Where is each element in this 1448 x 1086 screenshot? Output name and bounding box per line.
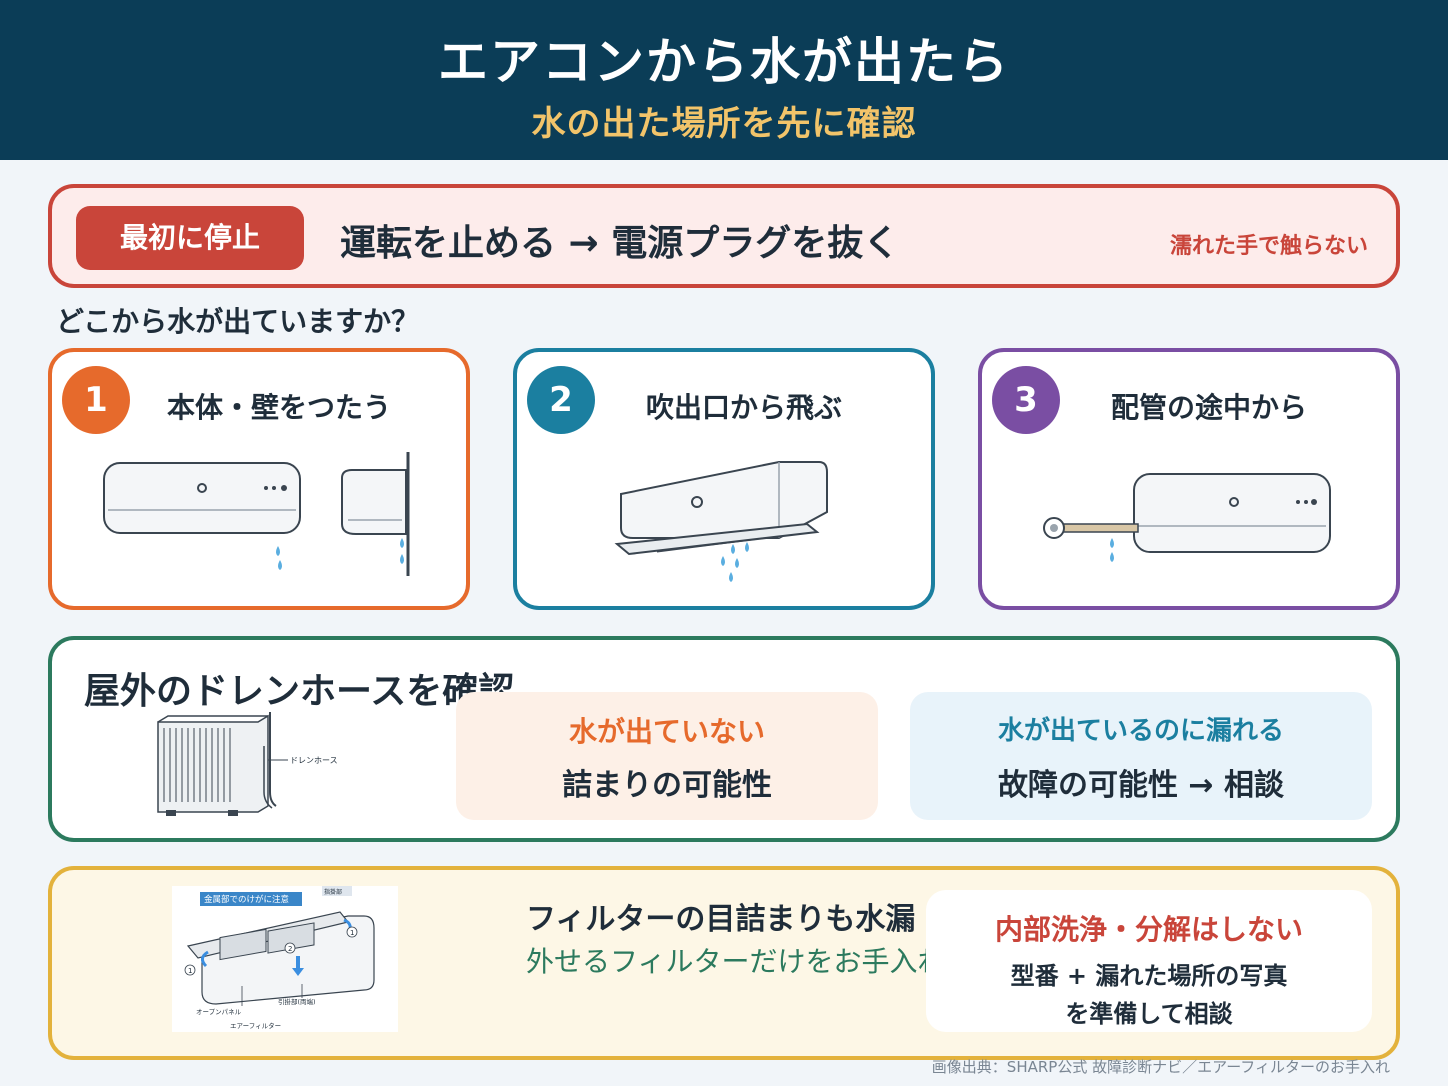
drain-hose-title: 屋外のドレンホースを確認 xyxy=(84,671,515,712)
location-card-body-wall: 1 本体・壁をつたう xyxy=(48,348,470,610)
no-water-heading: 水が出ていない xyxy=(568,715,765,748)
no-water-panel: 水が出ていない 詰まりの可能性 xyxy=(456,692,878,820)
filter-subtitle: 外せるフィルターだけをお手入れ xyxy=(526,945,946,978)
filter-title: フィルターの目詰まりも水漏 xyxy=(526,902,916,937)
step-number-badge: 2 xyxy=(527,366,595,434)
water-leak-panel: 水が出ているのに漏れる 故障の可能性 → 相談 xyxy=(910,692,1372,820)
step-number-badge: 3 xyxy=(992,366,1060,434)
consult-instruction-line2: を準備して相談 xyxy=(1065,1000,1233,1028)
page-header: エアコンから水が出たら 水の出た場所を先に確認 xyxy=(0,0,1448,160)
filter-section: 金属部でのけがに注意 指掛部 1 1 2 オープンパネル 引掛部(両端) エアー… xyxy=(48,866,1400,1060)
water-leak-result: 故障の可能性 → 相談 xyxy=(997,768,1285,803)
wet-hands-warning: 濡れた手で触らない xyxy=(1169,234,1368,259)
where-water-question: どこから水が出ていますか？ xyxy=(56,305,420,338)
page-subtitle: 水の出た場所を先に確認 xyxy=(531,104,917,144)
step-one-marker: 1 xyxy=(350,929,354,937)
ac-vent-spray-icon xyxy=(614,461,828,582)
consult-instruction-line1: 型番 + 漏れた場所の写真 xyxy=(1010,962,1288,990)
drain-hose-section: 屋外のドレンホースを確認 ドレンホース 水が出ていない 詰まりの可能性 水が出て… xyxy=(48,636,1400,842)
drain-hose-callout: ドレンホース xyxy=(290,756,338,765)
pipe-dripping-icon xyxy=(1043,473,1331,562)
step-number-badge: 1 xyxy=(62,366,130,434)
stop-action-text: 運転を止める → 電源プラグを抜く xyxy=(340,223,900,264)
finger-hold-callout: 指掛部 xyxy=(324,888,342,896)
filter-removal-diagram: 金属部でのけがに注意 指掛部 1 1 2 オープンパネル 引掛部(両端) エアー… xyxy=(172,886,398,1032)
stop-first-badge: 最初に停止 xyxy=(76,206,304,270)
air-filter-callout: エアーフィルター xyxy=(230,1021,281,1030)
location-card-vent: 2 吹出口から飛ぶ xyxy=(513,348,935,610)
location-card-pipe: 3 配管の途中から xyxy=(978,348,1400,610)
hook-callout: 引掛部(両端) xyxy=(278,997,316,1006)
location-card-label: 配管の途中から xyxy=(1110,391,1307,424)
no-disassembly-panel: 内部洗浄・分解はしない 型番 + 漏れた場所の写真 を準備して相談 xyxy=(926,890,1372,1032)
page-title: エアコンから水が出たら xyxy=(438,33,1010,91)
outdoor-unit-icon: ドレンホース xyxy=(157,712,338,816)
no-water-result: 詰まりの可能性 xyxy=(562,768,772,803)
step-two-marker: 2 xyxy=(288,945,292,953)
open-panel-callout: オープンパネル xyxy=(196,1008,242,1016)
image-credit: 画像出典：SHARP公式 故障診断ナビ／エアーフィルターのお手入れ xyxy=(931,1058,1390,1076)
location-card-label: 吹出口から飛ぶ xyxy=(645,391,842,424)
step-one-marker: 1 xyxy=(188,967,192,975)
no-disassembly-heading: 内部洗浄・分解はしない xyxy=(994,913,1303,946)
caution-callout: 金属部でのけがに注意 xyxy=(204,894,289,905)
ac-unit-dripping-icon xyxy=(103,452,410,576)
water-leak-heading: 水が出ているのに漏れる xyxy=(997,716,1284,746)
stop-first-banner: 最初に停止 運転を止める → 電源プラグを抜く 濡れた手で触らない xyxy=(48,184,1400,288)
location-card-label: 本体・壁をつたう xyxy=(166,391,391,424)
